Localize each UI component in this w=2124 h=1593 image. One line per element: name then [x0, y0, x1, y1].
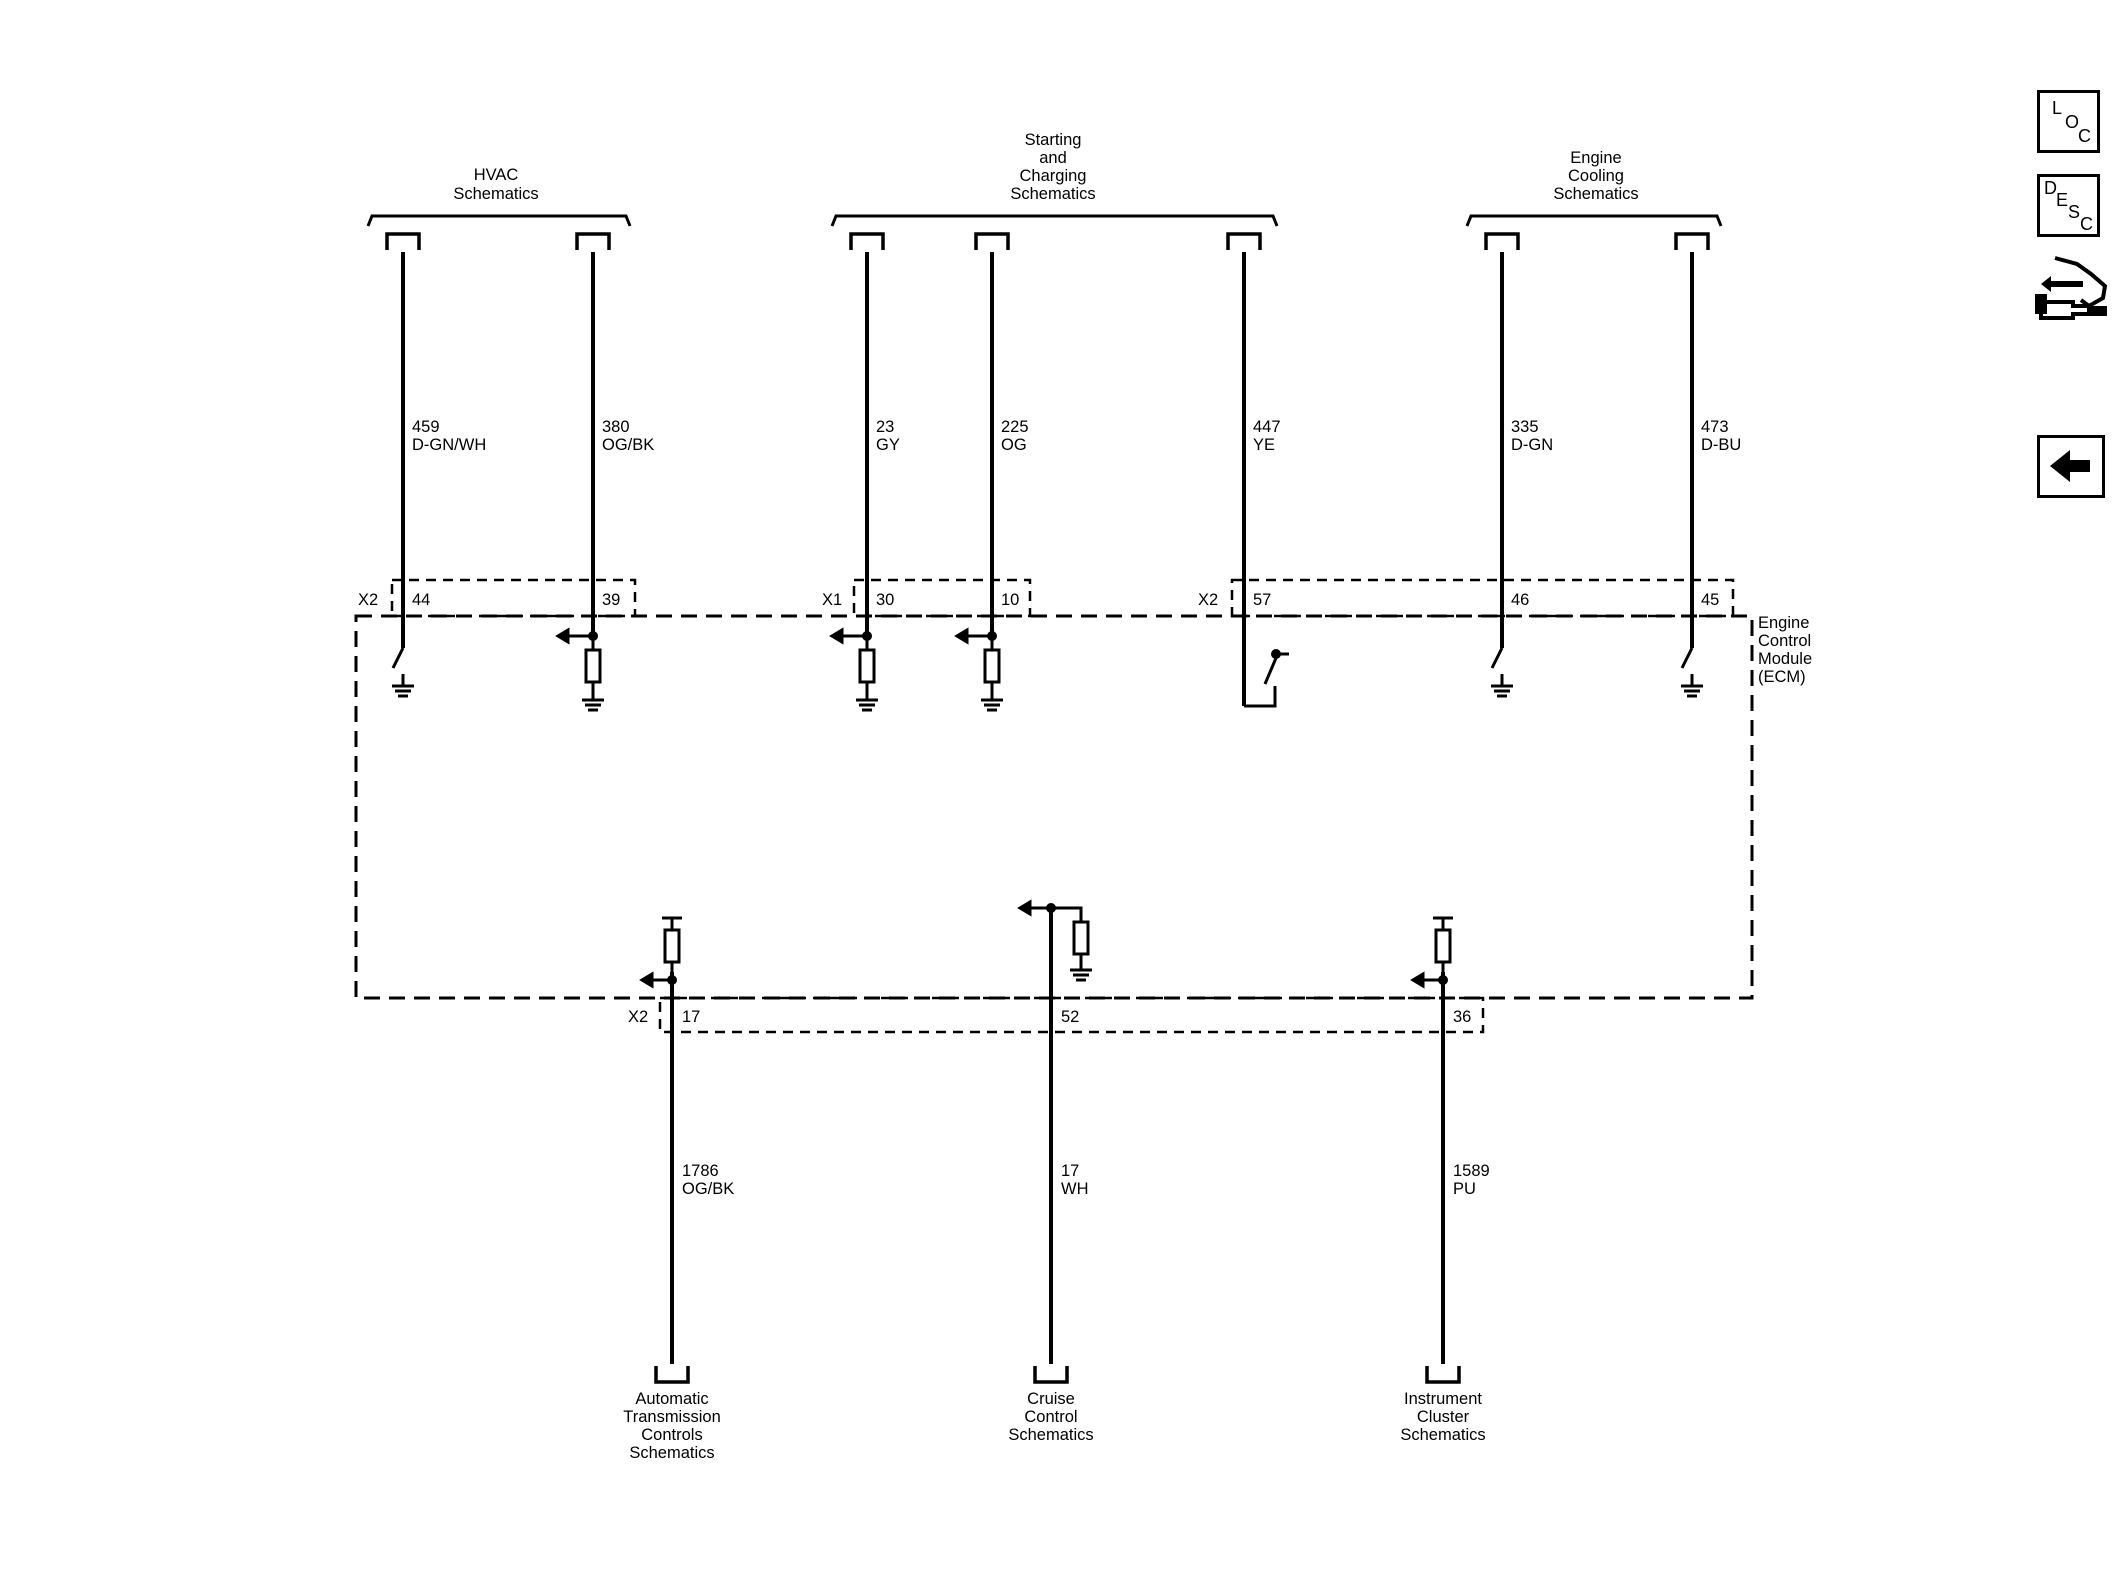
terminal-1589 [1425, 1366, 1461, 1384]
wire-459-circuit: 459 [412, 418, 440, 436]
back-arrow-icon [2050, 450, 2090, 482]
back-button[interactable] [2037, 435, 2105, 498]
brace-engine-cooling [1465, 214, 1723, 227]
target-cooling-line2[interactable]: Cooling [1568, 167, 1624, 185]
resistor-ground-17 [1017, 899, 1092, 982]
target-cluster-line3[interactable]: Schematics [1400, 1426, 1485, 1444]
target-cooling-line3[interactable]: Schematics [1553, 185, 1638, 203]
wire-1786-circuit: 1786 [682, 1162, 719, 1180]
pin-52: 52 [1061, 1008, 1079, 1026]
wire-1786-color: OG/BK [682, 1180, 734, 1198]
wire-447-circuit: 447 [1253, 418, 1281, 436]
ecm-module-outline [354, 614, 1754, 1000]
pin-10: 10 [1001, 591, 1019, 609]
connector-x2-bottom-label: X2 [628, 1008, 648, 1026]
switch-ground-459 [391, 647, 414, 698]
pin-39: 39 [602, 591, 620, 609]
target-hvac-line2[interactable]: Schematics [453, 185, 538, 203]
wire-225-circuit: 225 [1001, 418, 1029, 436]
target-cluster-line1[interactable]: Instrument [1404, 1390, 1482, 1408]
target-starting-line3[interactable]: Charging [1020, 167, 1087, 185]
wire-447-color: YE [1253, 436, 1275, 454]
brace-hvac [366, 214, 632, 227]
resistor-ground-23 [829, 627, 878, 712]
loc-letter-o: O [2065, 112, 2080, 132]
target-trans-line4[interactable]: Schematics [629, 1444, 714, 1462]
wire-23-color: GY [876, 436, 900, 454]
brace-starting-charging [830, 214, 1279, 227]
connector-x1-label: X1 [822, 591, 842, 609]
pin-44: 44 [412, 591, 430, 609]
wire-17-color: WH [1061, 1180, 1089, 1198]
target-trans-line3[interactable]: Controls [641, 1426, 702, 1444]
connector-x2-top-right [1230, 578, 1735, 618]
wire-225-color: OG [1001, 436, 1027, 454]
pullup-1589 [1410, 916, 1453, 989]
target-starting-line4[interactable]: Schematics [1010, 185, 1095, 203]
resistor-ground-380 [555, 627, 604, 712]
ecm-label-line1: Engine [1758, 614, 1809, 632]
ecm-label-line2: Control [1758, 632, 1811, 650]
connector-x1-top [852, 578, 1032, 618]
target-starting-line1[interactable]: Starting [1025, 131, 1082, 149]
connector-x2-label-right: X2 [1198, 591, 1218, 609]
wire-380-circuit: 380 [602, 418, 630, 436]
terminal-380 [575, 232, 611, 250]
ecm-label-line3: Module [1758, 650, 1812, 668]
terminal-447 [1226, 232, 1262, 250]
terminal-225 [974, 232, 1010, 250]
wire-1589-color: PU [1453, 1180, 1476, 1198]
terminal-23 [849, 232, 885, 250]
loc-letter-l: L [2052, 98, 2063, 118]
terminal-17 [1033, 1366, 1069, 1384]
ecm-label-line4: (ECM) [1758, 668, 1806, 686]
target-hvac-line1[interactable]: HVAC [474, 166, 519, 184]
desc-letter-e: E [2056, 190, 2069, 210]
wire-473-color: D-BU [1701, 436, 1741, 454]
target-starting-line2[interactable]: and [1039, 149, 1067, 167]
connector-x2-bottom [658, 996, 1485, 1034]
desc-letter-c: C [2080, 214, 2093, 234]
wire-335-color: D-GN [1511, 436, 1553, 454]
target-trans-line2[interactable]: Transmission [623, 1408, 721, 1426]
wire-1589-circuit: 1589 [1453, 1162, 1490, 1180]
desc-button[interactable]: D E S C [2037, 174, 2100, 237]
wire-335-circuit: 335 [1511, 418, 1539, 436]
switch-ground-335 [1490, 647, 1513, 698]
loc-button[interactable]: L O C [2037, 90, 2100, 153]
pin-17: 17 [682, 1008, 700, 1026]
pin-30: 30 [876, 591, 894, 609]
desc-letter-s: S [2068, 202, 2081, 222]
switch-loop-447 [1244, 649, 1289, 708]
wire-473-circuit: 473 [1701, 418, 1729, 436]
target-cluster-line2[interactable]: Cluster [1417, 1408, 1470, 1426]
pin-57: 57 [1253, 591, 1271, 609]
wire-17-circuit: 17 [1061, 1162, 1079, 1180]
resistor-ground-225 [954, 627, 1003, 712]
wire-380-color: OG/BK [602, 436, 654, 454]
pullup-1786 [639, 916, 682, 989]
target-cruise-line2[interactable]: Control [1024, 1408, 1077, 1426]
terminal-473 [1674, 232, 1710, 250]
pin-45: 45 [1701, 591, 1719, 609]
terminal-335 [1484, 232, 1520, 250]
desc-letter-d: D [2044, 178, 2057, 198]
terminal-1786 [654, 1366, 690, 1384]
switch-ground-473 [1680, 647, 1703, 698]
target-cruise-line3[interactable]: Schematics [1008, 1426, 1093, 1444]
target-cruise-line1[interactable]: Cruise [1027, 1390, 1075, 1408]
wire-23-circuit: 23 [876, 418, 894, 436]
target-trans-line1[interactable]: Automatic [635, 1390, 708, 1408]
connector-x2-top-left [390, 578, 637, 618]
connector-tools-icon[interactable] [2033, 250, 2113, 340]
terminal-459 [385, 232, 421, 250]
pin-46: 46 [1511, 591, 1529, 609]
wire-459-color: D-GN/WH [412, 436, 486, 454]
loc-letter-c: C [2078, 126, 2091, 146]
target-cooling-line1[interactable]: Engine [1570, 149, 1621, 167]
pin-36: 36 [1453, 1008, 1471, 1026]
connector-x2-label-left: X2 [358, 591, 378, 609]
